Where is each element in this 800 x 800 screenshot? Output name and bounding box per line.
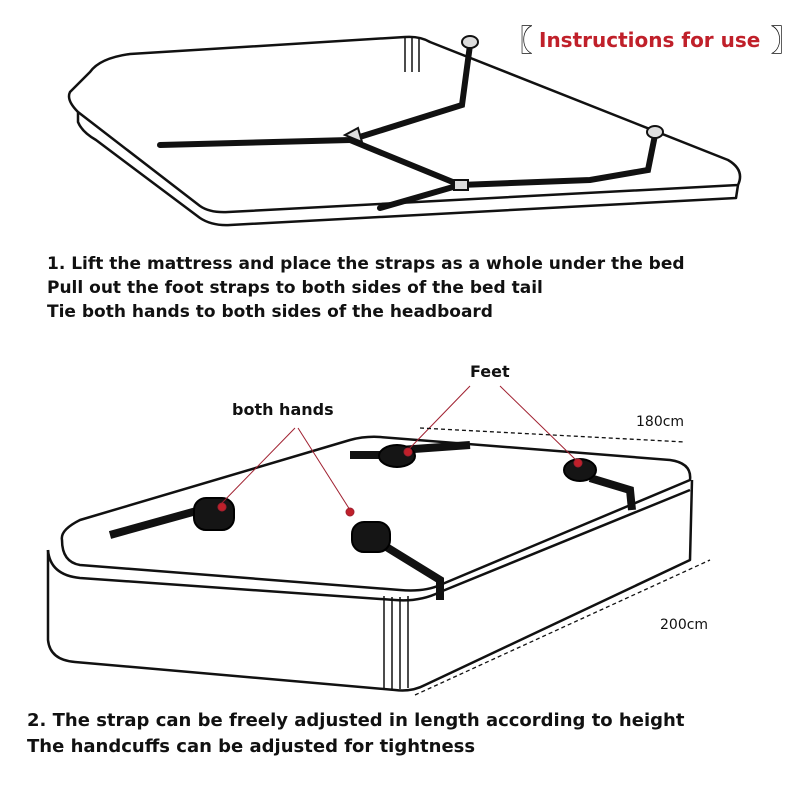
dimension-lines	[414, 427, 711, 696]
width-label: 180cm	[636, 414, 685, 430]
hands-label: both hands	[232, 400, 334, 419]
top-anchors	[342, 35, 664, 191]
step1-line-3: Tie both hands to both sides of the head…	[47, 302, 493, 322]
step2-line-2: The handcuffs can be adjusted for tightn…	[27, 736, 476, 757]
step1-line-1: 1. Lift the mattress and place the strap…	[47, 254, 685, 274]
step1-line-2: Pull out the foot straps to both sides o…	[47, 278, 543, 298]
label-pointers	[217, 385, 583, 517]
length-label: 200cm	[660, 617, 709, 633]
cuffs	[193, 444, 597, 553]
top-mattress-underside	[67, 35, 742, 227]
feet-label: Feet	[470, 362, 510, 381]
step2-line-1: 2. The strap can be freely adjusted in l…	[27, 710, 685, 731]
title-text: Instructions for use	[539, 28, 761, 52]
bottom-mattress	[46, 435, 694, 692]
instructions-title: 〖Instructions for use 〗	[503, 16, 800, 60]
bracket-right: 〗	[770, 24, 800, 59]
bracket-left: 〖	[503, 24, 533, 59]
